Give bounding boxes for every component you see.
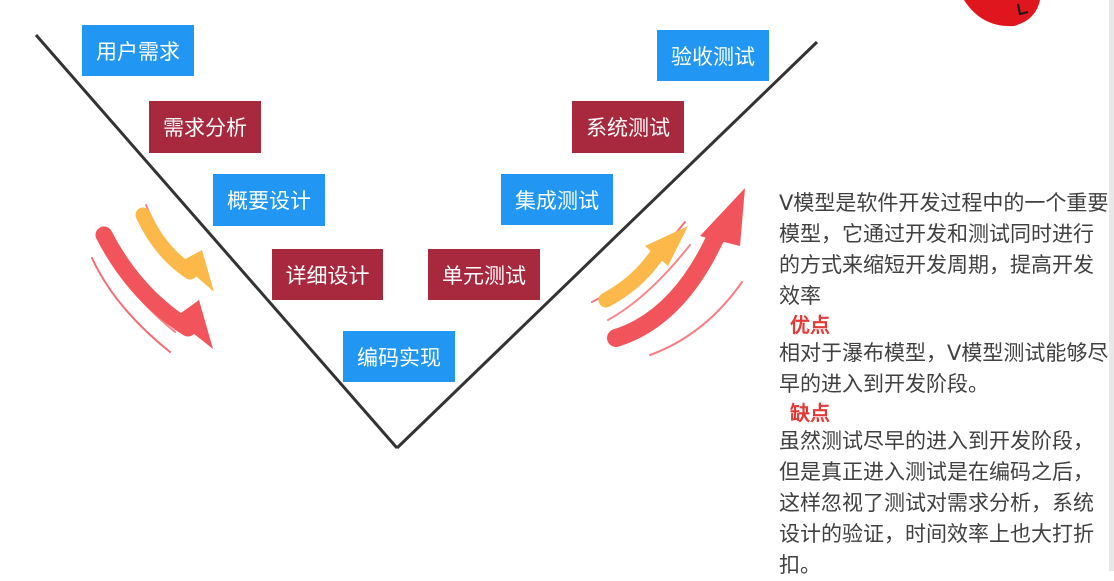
right-motion-streak	[607, 244, 691, 321]
stage-coding: 编码实现	[343, 331, 455, 382]
logo-mark	[1017, 3, 1029, 16]
right-upward-arrows	[591, 188, 745, 356]
right-motion-streak	[649, 281, 743, 356]
left-motion-streak	[91, 257, 171, 353]
logo-fragment	[964, 0, 1040, 27]
logo-red-shape	[964, 0, 1040, 27]
left-downward-arrows	[91, 204, 214, 353]
stage-high-level-design: 概要设计	[213, 174, 325, 226]
description-panel: V模型是软件开发过程中的一个重要模型，它通过开发和测试同时进行的方式来缩短开发周…	[779, 188, 1109, 581]
v-right-line	[395, 40, 819, 450]
v-left-line	[34, 34, 399, 449]
left-red-arrow-head	[174, 300, 213, 349]
pros-heading: 优点	[790, 313, 830, 337]
right-yellow-arrow-head	[645, 226, 688, 266]
intro-text: V模型是软件开发过程中的一个重要模型，它通过开发和测试同时进行的方式来缩短开发周…	[779, 191, 1109, 308]
right-red-arrow-head	[700, 188, 745, 246]
stage-detailed-design: 详细设计	[272, 249, 383, 300]
right-red-arrow	[607, 223, 727, 347]
left-red-arrow	[95, 226, 197, 337]
stage-acceptance-test: 验收测试	[657, 30, 769, 81]
right-yellow-arrow	[598, 242, 668, 308]
cons-text: 虽然测试尽早的进入到开发阶段，但是真正进入测试是在编码之后，这样忽视了测试对需求…	[779, 429, 1094, 577]
stage-requirements-analysis: 需求分析	[149, 101, 261, 153]
cons-heading: 缺点	[790, 401, 830, 425]
right-edge-border	[1109, 0, 1114, 571]
pros-text: 相对于瀑布模型，V模型测试能够尽早的进入到开发阶段。	[779, 341, 1109, 396]
left-yellow-arrow	[135, 207, 198, 280]
stage-integration-test: 集成测试	[501, 174, 613, 225]
stage-unit-test: 单元测试	[428, 249, 540, 300]
stage-system-test: 系统测试	[572, 101, 684, 153]
left-yellow-arrow-head	[180, 250, 214, 292]
stage-user-requirements: 用户需求	[82, 25, 194, 76]
